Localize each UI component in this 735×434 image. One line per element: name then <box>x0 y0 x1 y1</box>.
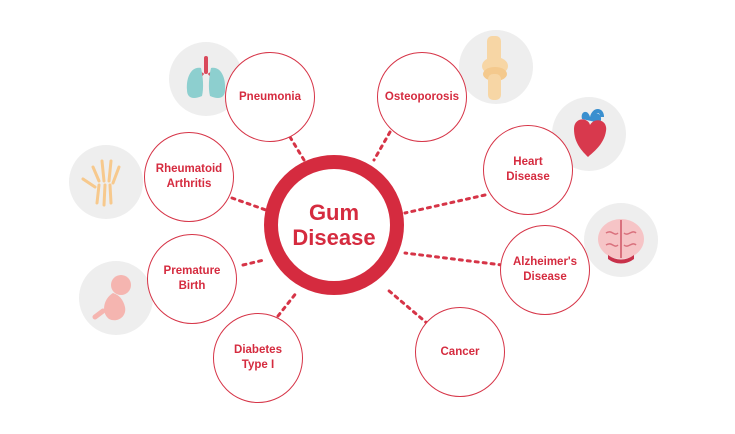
hub-label: Gum Disease <box>292 200 376 250</box>
node-diabetes-type-i: Diabetes Type I <box>213 313 303 403</box>
node-label: Diabetes Type I <box>234 344 282 371</box>
connector-pneumonia <box>288 135 306 162</box>
node-alzheimers-disease: Alzheimer's Disease <box>500 225 590 315</box>
connector-premature-birth <box>241 258 266 267</box>
node-osteoporosis: Osteoporosis <box>377 52 467 142</box>
node-rheumatoid-arthritis: Rheumatoid Arthritis <box>144 132 234 222</box>
node-label: Osteoporosis <box>384 90 460 103</box>
node-label: Rheumatoid Arthritis <box>155 163 223 190</box>
brain-icon <box>584 203 658 277</box>
fetus-icon <box>79 261 153 335</box>
connector-cancer <box>386 288 430 326</box>
node-heart-disease: Heart Disease <box>483 125 573 215</box>
bone-joint-icon <box>459 30 533 104</box>
node-label: Cancer <box>440 345 480 358</box>
node-cancer: Cancer <box>415 307 505 397</box>
node-label: Alzheimer's Disease <box>512 256 578 283</box>
gum-disease-hub: Gum Disease <box>264 155 404 295</box>
connector-diabetes-type-i <box>276 290 299 318</box>
node-label: Premature Birth <box>163 265 221 292</box>
node-pneumonia: Pneumonia <box>225 52 315 142</box>
node-premature-birth: Premature Birth <box>147 234 237 324</box>
connector-rheumatoid-arthritis <box>230 196 268 212</box>
connector-heart-disease <box>403 193 487 215</box>
node-label: Pneumonia <box>239 90 301 103</box>
connector-osteoporosis <box>372 130 392 162</box>
connector-alzheimers-disease <box>403 251 504 267</box>
node-label: Heart Disease <box>506 156 550 183</box>
hand-bones-icon <box>69 145 143 219</box>
